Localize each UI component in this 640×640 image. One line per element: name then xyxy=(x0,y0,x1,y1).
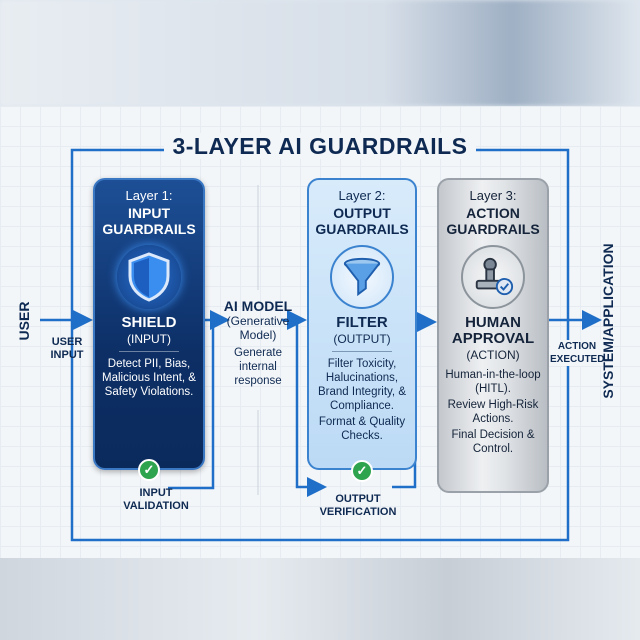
system-application-label: SYSTEM/APPLICATION xyxy=(600,243,616,399)
input-validation-label: INPUT VALIDATION xyxy=(123,487,189,512)
layer-type: (ACTION) xyxy=(466,348,520,362)
layer-description: Human-in-the-loop (HITL). xyxy=(445,369,541,395)
arrow-output-verification xyxy=(295,322,327,497)
shield-icon xyxy=(117,245,181,309)
layer-name: FILTER xyxy=(336,314,388,331)
layer-description: Detect PII, Bias, Malicious Intent, & Sa… xyxy=(102,358,196,398)
layer-type: (OUTPUT) xyxy=(333,332,391,346)
ai-model-node: AI MODEL (Generative Model) Generate int… xyxy=(222,298,294,388)
layer-number: Layer 3: xyxy=(469,188,517,203)
layer-description: Final Decision & Control. xyxy=(451,429,535,455)
ai-model-description: Generate internal response xyxy=(234,347,282,387)
page-title: 3-LAYER AI GUARDRAILS xyxy=(0,133,640,160)
frame-top-left xyxy=(70,148,170,180)
ai-model-title: AI MODEL xyxy=(223,298,293,314)
action-executed-label: ACTION EXECUTED xyxy=(550,340,605,366)
check-icon: ✓ xyxy=(351,460,373,482)
stamp-approval-icon xyxy=(461,245,525,309)
user-input-label: USER INPUT xyxy=(50,336,84,361)
check-icon: ✓ xyxy=(138,459,160,481)
user-label: USER xyxy=(16,301,32,341)
output-verification-label: OUTPUT VERIFICATION xyxy=(319,493,397,518)
input-validation-connector xyxy=(168,322,215,490)
layer-description: Filter Toxicity, Halucinations, Brand In… xyxy=(318,358,406,412)
layer-name: HUMAN APPROVAL xyxy=(451,314,535,347)
card-divider xyxy=(332,351,392,352)
frame-outline xyxy=(70,148,570,542)
blurred-background-bottom xyxy=(0,558,640,640)
layer-1-card: Layer 1: INPUT GUARDRAILS SHIELD (INPUT)… xyxy=(93,178,205,470)
layer-number: Layer 1: xyxy=(125,188,173,203)
layer-description: Review High-Risk Actions. xyxy=(447,399,539,425)
layer-heading: OUTPUT GUARDRAILS xyxy=(315,205,409,237)
layer-heading: INPUT GUARDRAILS xyxy=(102,205,196,237)
layer-number: Layer 2: xyxy=(338,188,386,203)
layer-heading: ACTION GUARDRAILS xyxy=(446,205,540,237)
funnel-icon xyxy=(330,245,394,309)
layer-2-card: Layer 2: OUTPUT GUARDRAILS FILTER (OUTPU… xyxy=(307,178,417,470)
layer-3-card: Layer 3: ACTION GUARDRAILS HUMAN APPROVA… xyxy=(437,178,549,493)
layer-name: SHIELD xyxy=(121,314,177,331)
layer-description: Format & Quality Checks. xyxy=(318,416,406,442)
layer-type: (INPUT) xyxy=(127,332,171,346)
ai-model-subtitle: (Generative Model) xyxy=(226,314,290,342)
blurred-background-top xyxy=(0,0,640,106)
card-divider xyxy=(119,351,179,352)
